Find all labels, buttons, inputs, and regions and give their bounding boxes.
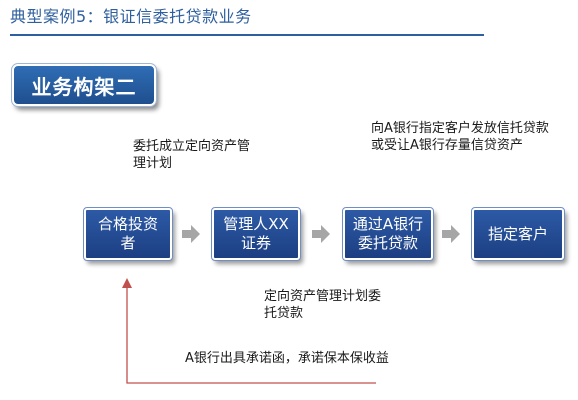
flow-box-entrusted-loan: 通过A银行委托贷款 bbox=[342, 207, 434, 261]
flow-box-label: 通过A银行委托贷款 bbox=[352, 215, 424, 252]
note-plan-loan: 定向资产管理计划委托贷款 bbox=[264, 289, 382, 321]
flow-box-securities-manager: 管理人XX证券 bbox=[211, 207, 301, 261]
note-establish-plan: 委托成立定向资产管理计划 bbox=[133, 139, 251, 171]
note-guarantee: A银行出具承诺函，承诺保本保收益 bbox=[185, 351, 389, 366]
flow-box-designated-client: 指定客户 bbox=[471, 207, 565, 261]
right-arrow-icon bbox=[312, 225, 330, 243]
right-arrow-icon bbox=[182, 225, 200, 243]
flow-box-qualified-investor: 合格投资者 bbox=[83, 207, 173, 261]
page-title: 典型案例5：银证信委托贷款业务 bbox=[10, 7, 252, 26]
right-arrow-icon bbox=[442, 225, 460, 243]
flow-box-label: 合格投资者 bbox=[97, 215, 158, 252]
title-divider bbox=[10, 34, 484, 36]
flow-box-label: 管理人XX证券 bbox=[223, 215, 289, 252]
section-badge: 业务构架二 bbox=[11, 63, 157, 107]
note-issue-loan: 向A银行指定客户发放信托贷款或受让A银行存量信贷资产 bbox=[371, 121, 549, 153]
flow-box-label: 指定客户 bbox=[487, 224, 548, 243]
up-arrowhead-icon bbox=[122, 278, 132, 288]
